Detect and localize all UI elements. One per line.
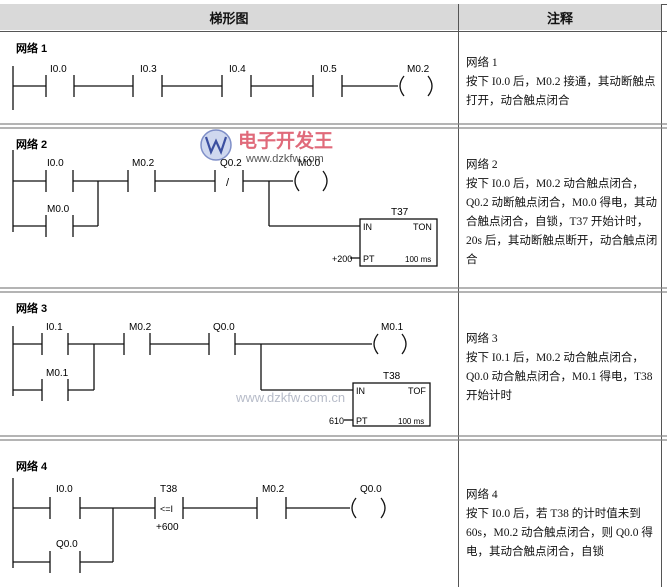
timer-name: T37 [391, 207, 409, 218]
note-title: 网络 4 [466, 489, 498, 501]
note-title: 网络 1 [466, 57, 498, 69]
coil-label: M0.1 [381, 322, 404, 333]
contact-label: Q0.0 [213, 322, 235, 333]
timer-base: 100 ms [405, 255, 431, 264]
timer-type: TOF [408, 386, 426, 396]
note-body: 按下 I0.0 后，M0.2 动合触点闭合，Q0.2 动断触点闭合，M0.0 得… [466, 178, 658, 266]
network-3 [12, 326, 431, 427]
network-4 [12, 478, 386, 573]
timer-in: IN [363, 222, 372, 232]
header-ladder: 梯形图 [0, 4, 458, 30]
contact-label: M0.2 [262, 484, 285, 495]
timer-type: TON [413, 222, 432, 232]
timer-pt-value: +200 [332, 254, 352, 264]
compare-name: T38 [160, 484, 178, 495]
watermark-brand: 电子开发王 [238, 129, 333, 152]
note-title: 网络 2 [466, 159, 498, 171]
contact-label: M0.0 [47, 204, 70, 215]
network-1-title: 网络 1 [16, 41, 47, 55]
timer-pt: PT [356, 416, 368, 426]
contact-label: M0.2 [129, 322, 152, 333]
contact-label: I0.0 [47, 158, 64, 169]
note-body: 按下 I0.0 后，若 T38 的计时值未到 60s，M0.2 动合触点闭合，则… [466, 508, 653, 558]
coil-label: M0.0 [298, 158, 321, 169]
note-body: 按下 I0.1 后，M0.2 动合触点闭合，Q0.0 动合触点闭合，M0.1 得… [466, 352, 653, 402]
contact-label: I0.1 [46, 322, 63, 333]
network-4-title: 网络 4 [16, 459, 48, 473]
compare-operator: <=I [160, 504, 173, 514]
timer-name: T38 [383, 371, 401, 382]
note-body: 按下 I0.0 后，M0.2 接通，其动断触点打开，动合触点闭合 [466, 76, 656, 107]
timer-pt-value: 610 [329, 416, 344, 426]
timer-pt: PT [363, 254, 375, 264]
nc-contact-symbol: / [226, 177, 230, 189]
watermark-url-mid: www.dzkfw.com.cn [235, 390, 345, 405]
compare-value: +600 [156, 522, 179, 533]
contact-label: Q0.2 [220, 158, 242, 169]
contact-label: M0.2 [132, 158, 155, 169]
contact-label: I0.5 [320, 64, 337, 75]
note-title: 网络 3 [466, 333, 498, 345]
contact-label: I0.4 [229, 64, 246, 75]
row-separators [0, 123, 667, 441]
timer-in: IN [356, 386, 365, 396]
note-network-4: 网络 4 按下 I0.0 后，若 T38 的计时值未到 60s，M0.2 动合触… [466, 486, 661, 562]
watermark-logo [200, 129, 232, 161]
header-notes: 注释 [459, 4, 661, 30]
contact-label: I0.3 [140, 64, 157, 75]
contact-label: M0.1 [46, 368, 69, 379]
network-3-title: 网络 3 [16, 301, 47, 315]
coil-label: M0.2 [407, 64, 430, 75]
watermark-url-top: www.dzkfw.com [245, 153, 324, 165]
network-2-title: 网络 2 [16, 137, 47, 151]
contact-label: I0.0 [50, 64, 67, 75]
contact-label: I0.0 [56, 484, 73, 495]
contact-label: Q0.0 [56, 539, 78, 550]
note-network-1: 网络 1 按下 I0.0 后，M0.2 接通，其动断触点打开，动合触点闭合 [466, 54, 661, 111]
note-network-3: 网络 3 按下 I0.1 后，M0.2 动合触点闭合，Q0.0 动合触点闭合，M… [466, 330, 661, 406]
note-network-2: 网络 2 按下 I0.0 后，M0.2 动合触点闭合，Q0.2 动断触点闭合，M… [466, 156, 661, 270]
network-2 [12, 150, 438, 267]
coil-label: Q0.0 [360, 484, 382, 495]
network-1 [12, 66, 433, 110]
timer-base: 100 ms [398, 417, 424, 426]
